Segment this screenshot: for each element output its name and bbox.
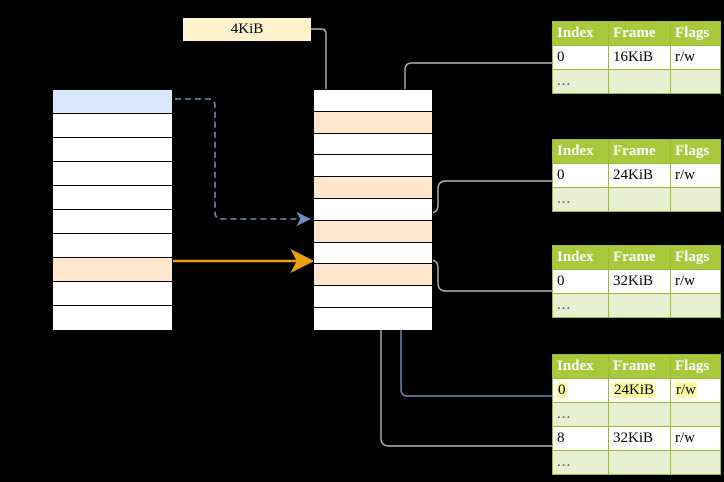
cell-index: 8: [552, 426, 609, 451]
cell-index: 0: [552, 378, 609, 403]
cell-index: ...: [552, 450, 609, 475]
cell-flags: [670, 69, 721, 94]
physical-frame-row: [314, 264, 432, 287]
physical-memory-column: [313, 89, 433, 330]
cell-flags: [670, 187, 721, 212]
cell-frame: 32KiB: [608, 269, 671, 294]
table-row[interactable]: 0 24KiB r/w: [552, 378, 721, 403]
physical-frame-row: [314, 220, 432, 243]
cell-flags: [670, 293, 721, 318]
virtual-page-row: [53, 306, 172, 330]
column-header-flags: Flags: [670, 354, 721, 379]
cell-index: ...: [552, 402, 609, 427]
column-header-flags: Flags: [670, 21, 721, 46]
cell-flags: r/w: [670, 269, 721, 294]
virtual-page-row: [53, 162, 172, 186]
column-header-index: Index: [552, 245, 609, 270]
table-row[interactable]: ...: [552, 69, 721, 94]
virtual-page-row: [53, 186, 172, 210]
page-size-label: 4KiB: [183, 18, 311, 41]
physical-frame-row: [314, 286, 432, 308]
cell-flags: r/w: [670, 45, 721, 70]
table-row[interactable]: ...: [552, 293, 721, 318]
cell-index: ...: [552, 293, 609, 318]
virtual-page-row: [53, 210, 172, 234]
wire-table2-to-frame: [417, 180, 552, 218]
column-header-index: Index: [552, 21, 609, 46]
cell-frame: [608, 402, 671, 427]
wire-table3-to-frame: [417, 253, 552, 292]
column-header-flags: Flags: [670, 139, 721, 164]
cell-frame: 32KiB: [608, 426, 671, 451]
highlighted-value: r/w: [675, 382, 697, 398]
column-header-index: Index: [552, 354, 609, 379]
cell-flags: r/w: [670, 378, 721, 403]
highlighted-value: 0: [557, 382, 567, 398]
virtual-address-space-column: [52, 89, 173, 330]
cell-index: 0: [552, 163, 609, 188]
physical-frame-row: [314, 198, 432, 221]
physical-frame-row: [314, 177, 432, 199]
cell-frame: 16KiB: [608, 45, 671, 70]
virtual-page-row: [53, 138, 172, 162]
physical-frame-row: [314, 307, 432, 330]
wire-virtual-to-physical-dashed: [175, 98, 311, 227]
highlighted-value: 24KiB: [613, 382, 656, 398]
table-row[interactable]: ...: [552, 450, 721, 475]
cell-flags: r/w: [670, 163, 721, 188]
cell-frame: [608, 187, 671, 212]
cell-frame: 24KiB: [608, 163, 671, 188]
physical-frame-row: [314, 155, 432, 178]
cell-flags: [670, 450, 721, 475]
table-row[interactable]: ...: [552, 402, 721, 427]
virtual-page-row: [53, 234, 172, 258]
column-header-frame: Frame: [608, 139, 671, 164]
cell-index: ...: [552, 187, 609, 212]
cell-frame: 24KiB: [608, 378, 671, 403]
virtual-page-row: [53, 114, 172, 138]
cell-frame: [608, 450, 671, 475]
virtual-page-row: [53, 90, 172, 114]
cell-index: 0: [552, 45, 609, 70]
cell-index: 0: [552, 269, 609, 294]
column-header-flags: Flags: [670, 245, 721, 270]
cell-frame: [608, 69, 671, 94]
physical-frame-row: [314, 242, 432, 265]
column-header-frame: Frame: [608, 21, 671, 46]
virtual-page-row: [53, 258, 172, 282]
column-header-frame: Frame: [608, 354, 671, 379]
physical-frame-row: [314, 111, 432, 134]
cell-index: ...: [552, 69, 609, 94]
physical-frame-row: [314, 90, 432, 112]
table-row[interactable]: ...: [552, 187, 721, 212]
cell-frame: [608, 293, 671, 318]
column-header-index: Index: [552, 139, 609, 164]
cell-flags: r/w: [670, 426, 721, 451]
physical-frame-row: [314, 133, 432, 156]
column-header-frame: Frame: [608, 245, 671, 270]
virtual-page-row: [53, 282, 172, 306]
cell-flags: [670, 402, 721, 427]
